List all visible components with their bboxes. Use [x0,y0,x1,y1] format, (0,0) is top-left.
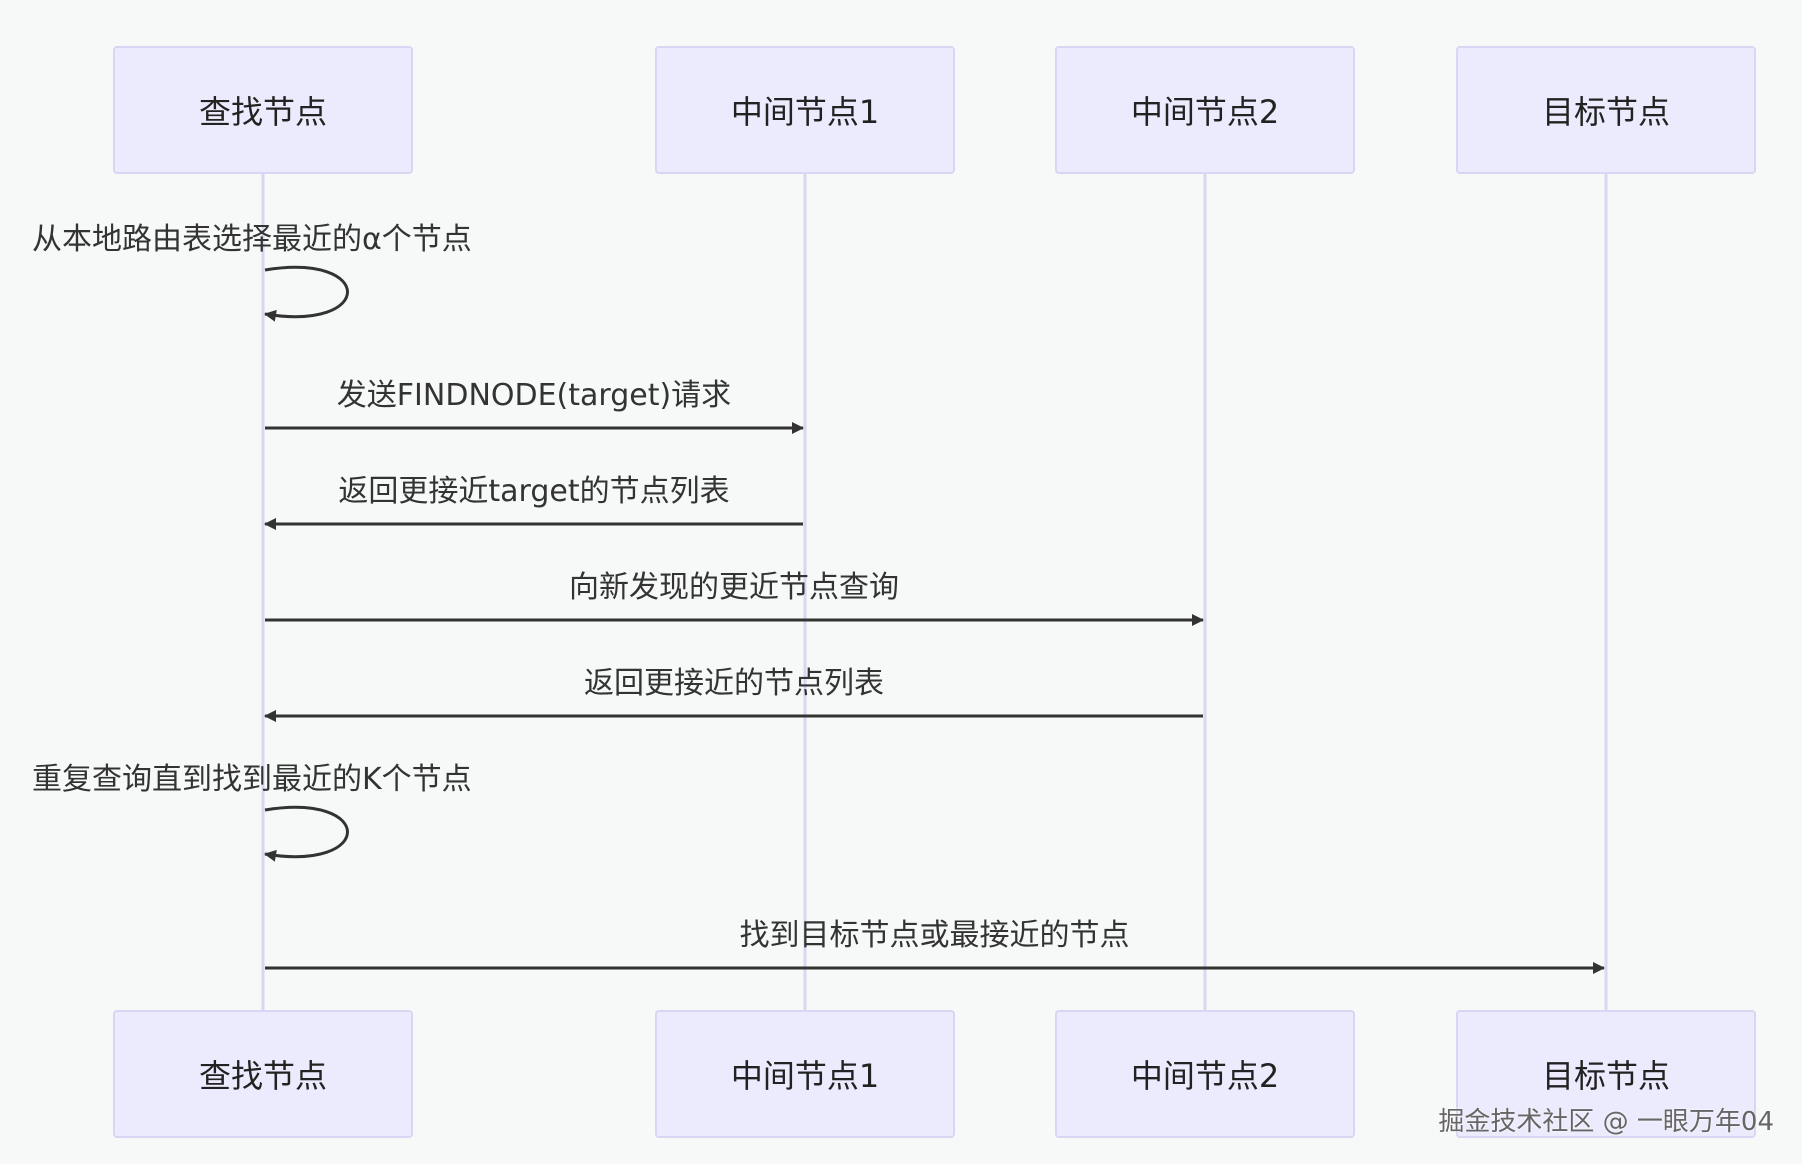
message-label-6: 重复查询直到找到最近的K个节点 [32,762,472,797]
actor-top-3: 中间节点2 [1055,46,1355,174]
actor-bottom-2: 中间节点1 [655,1010,955,1138]
message-label-1: 从本地路由表选择最近的α个节点 [32,222,472,257]
message-label-7: 找到目标节点或最接近的节点 [739,918,1130,953]
actor-top-4: 目标节点 [1456,46,1756,174]
message-label-4: 向新发现的更近节点查询 [569,570,899,605]
message-label-3: 返回更接近target的节点列表 [338,474,730,509]
actor-top-1: 查找节点 [113,46,413,174]
actor-bottom-1: 查找节点 [113,1010,413,1138]
watermark: 掘金技术社区 @ 一眼万年04 [1438,1107,1774,1137]
message-label-2: 发送FINDNODE(target)请求 [336,378,732,413]
actor-bottom-4: 目标节点 [1456,1010,1756,1138]
self-message-arrow-6 [264,805,349,862]
message-label-5: 返回更接近的节点列表 [584,666,884,701]
actor-top-2: 中间节点1 [655,46,955,174]
self-message-arrow-1 [264,265,349,322]
actor-bottom-3: 中间节点2 [1055,1010,1355,1138]
